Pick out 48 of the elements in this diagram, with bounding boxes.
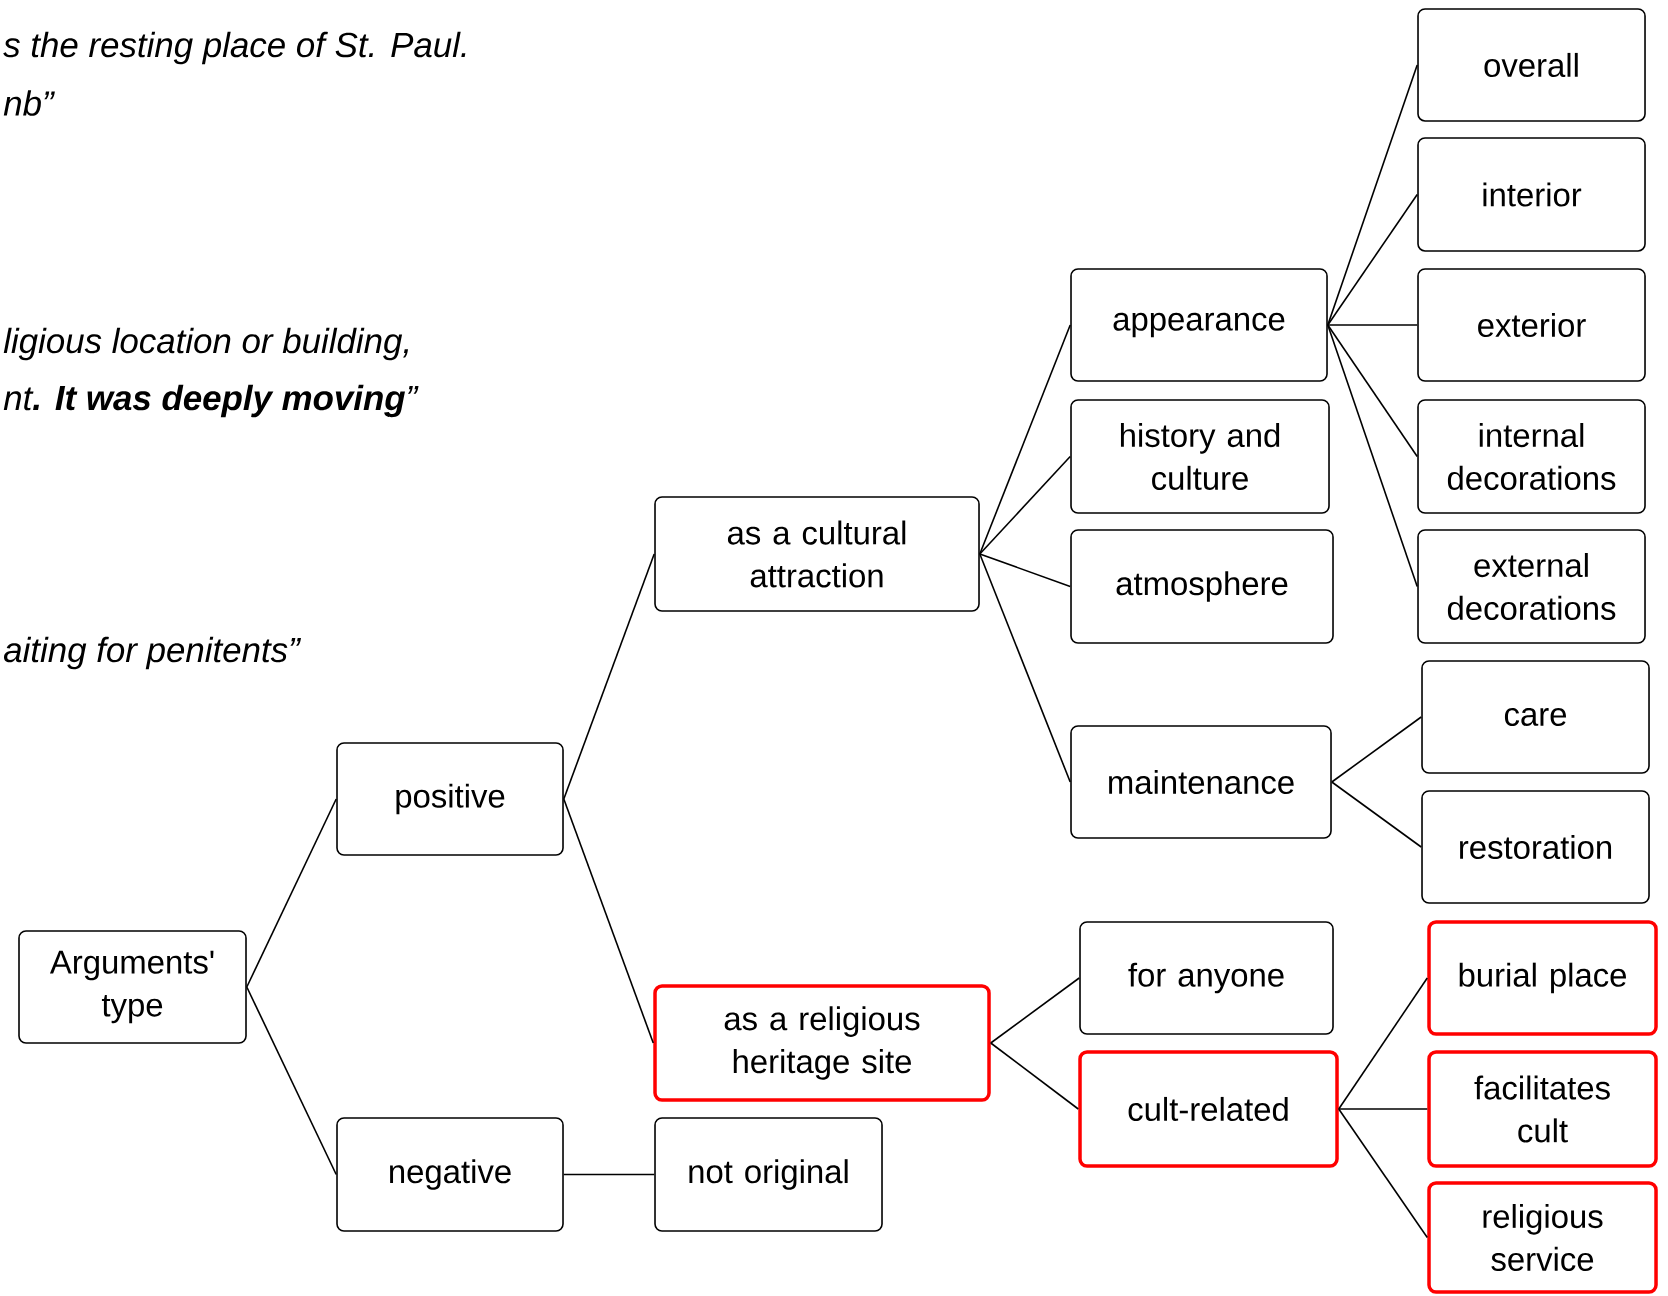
category-box: Arguments' type xyxy=(18,930,247,1044)
connector-line xyxy=(563,553,655,800)
quote-text: ligious location or building, xyxy=(3,327,409,361)
connector-line xyxy=(1331,716,1422,783)
category-box: interior xyxy=(1417,137,1646,252)
category-box: care xyxy=(1421,660,1650,774)
connector-line xyxy=(979,553,1071,783)
connector-line xyxy=(563,798,655,1044)
highlighted-box: cult-related xyxy=(1078,1050,1339,1168)
category-box: for anyone xyxy=(1079,921,1334,1035)
category-box: overall xyxy=(1417,8,1646,122)
category-box: atmosphere xyxy=(1070,529,1334,644)
connector-line xyxy=(979,324,1071,555)
category-box: exterior xyxy=(1417,268,1646,382)
connector-line xyxy=(1337,1108,1429,1110)
connector-line xyxy=(1337,1108,1429,1239)
highlighted-box: burial place xyxy=(1427,920,1658,1036)
quote-text: nb” xyxy=(3,90,55,116)
category-box: external decorations xyxy=(1417,529,1646,644)
connector-line xyxy=(1327,324,1418,588)
connector-line xyxy=(1327,64,1418,326)
connector-line xyxy=(979,455,1071,555)
connector-line xyxy=(979,553,1071,588)
category-box: negative xyxy=(336,1117,564,1232)
connector-line xyxy=(1327,324,1418,458)
category-box: maintenance xyxy=(1070,725,1332,839)
highlighted-box: facilitates cult xyxy=(1427,1050,1658,1168)
connector-line xyxy=(563,1173,655,1176)
connector-line xyxy=(1327,193,1418,326)
connector-line xyxy=(989,977,1080,1044)
quote-text: aiting for penitents” xyxy=(4,636,301,670)
category-box: not original xyxy=(654,1117,883,1232)
category-box: appearance xyxy=(1070,268,1328,382)
connector-line xyxy=(246,798,337,988)
connector-line xyxy=(1337,977,1429,1110)
category-box: internal decorations xyxy=(1417,399,1646,514)
connector-line xyxy=(246,986,337,1176)
category-box: positive xyxy=(336,742,564,856)
category-box: as a cultural attraction xyxy=(654,496,980,612)
highlighted-box: religious service xyxy=(1427,1181,1658,1294)
category-box: history and culture xyxy=(1070,399,1330,514)
category-box: restoration xyxy=(1421,790,1650,904)
connector-line xyxy=(989,1042,1080,1110)
connector-line xyxy=(1331,781,1422,848)
connector-line xyxy=(1327,324,1418,326)
highlighted-box: as a religious heritage site xyxy=(653,984,991,1102)
quote-text: s the resting place of St. Paul. xyxy=(3,31,466,65)
quote-text: nt. It was deeply moving” xyxy=(3,384,419,418)
